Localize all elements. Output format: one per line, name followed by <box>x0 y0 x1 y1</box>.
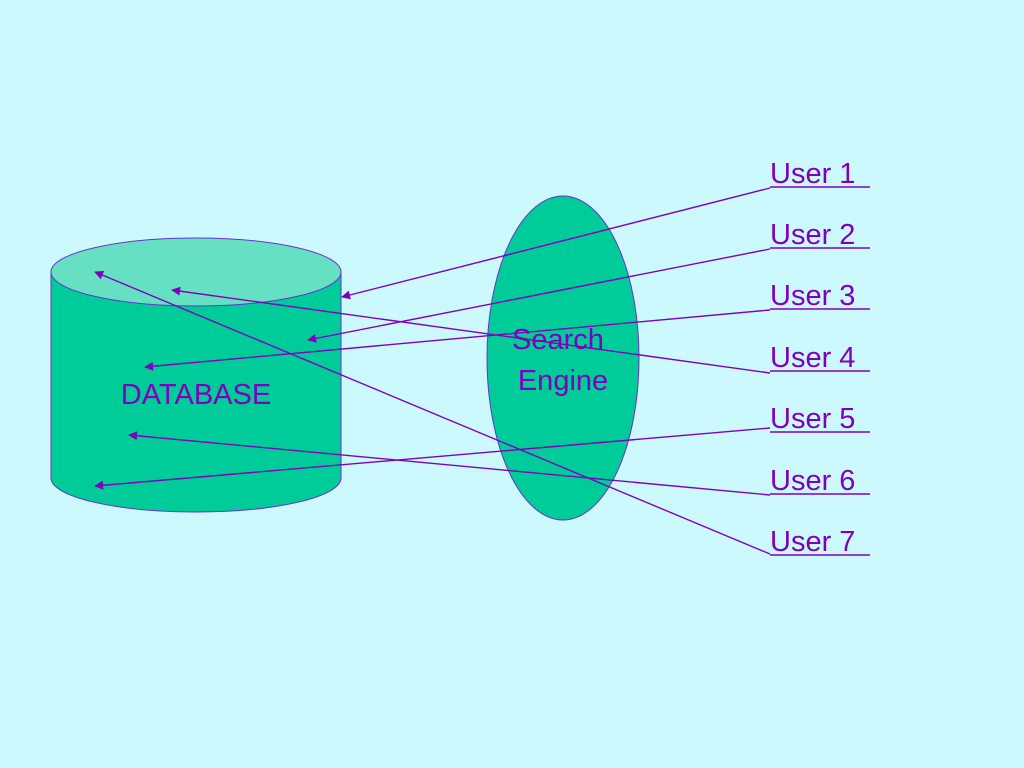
arrow-user-5 <box>94 427 771 490</box>
user-link-5[interactable]: User 5 <box>770 403 855 435</box>
user-link-3[interactable]: User 3 <box>770 280 855 312</box>
arrow-user-3 <box>144 309 771 371</box>
user-link-7[interactable]: User 7 <box>770 526 855 558</box>
arrow-user-1 <box>341 187 771 300</box>
cylinder-body <box>50 271 342 513</box>
user-link-6[interactable]: User 6 <box>770 465 855 497</box>
user-link-1[interactable]: User 1 <box>770 158 855 190</box>
arrow-user-6 <box>128 431 771 496</box>
arrow-user-2 <box>307 248 771 343</box>
search-engine-ellipse <box>486 195 640 521</box>
user-link-2[interactable]: User 2 <box>770 219 855 251</box>
database-label: DATABASE <box>121 379 271 411</box>
search-engine-label-line2: Engine <box>518 365 608 397</box>
connection-arrows <box>94 187 771 555</box>
cylinder-top <box>50 237 342 307</box>
user-link-4[interactable]: User 4 <box>770 342 855 374</box>
database-cylinder: DATABASE <box>50 237 342 513</box>
arrow-user-7 <box>94 270 771 555</box>
user-list: User 1 User 2 User 3 User 4 User 5 User … <box>770 158 870 558</box>
search-engine: Search Engine <box>486 195 640 521</box>
arrow-user-4 <box>171 286 771 374</box>
